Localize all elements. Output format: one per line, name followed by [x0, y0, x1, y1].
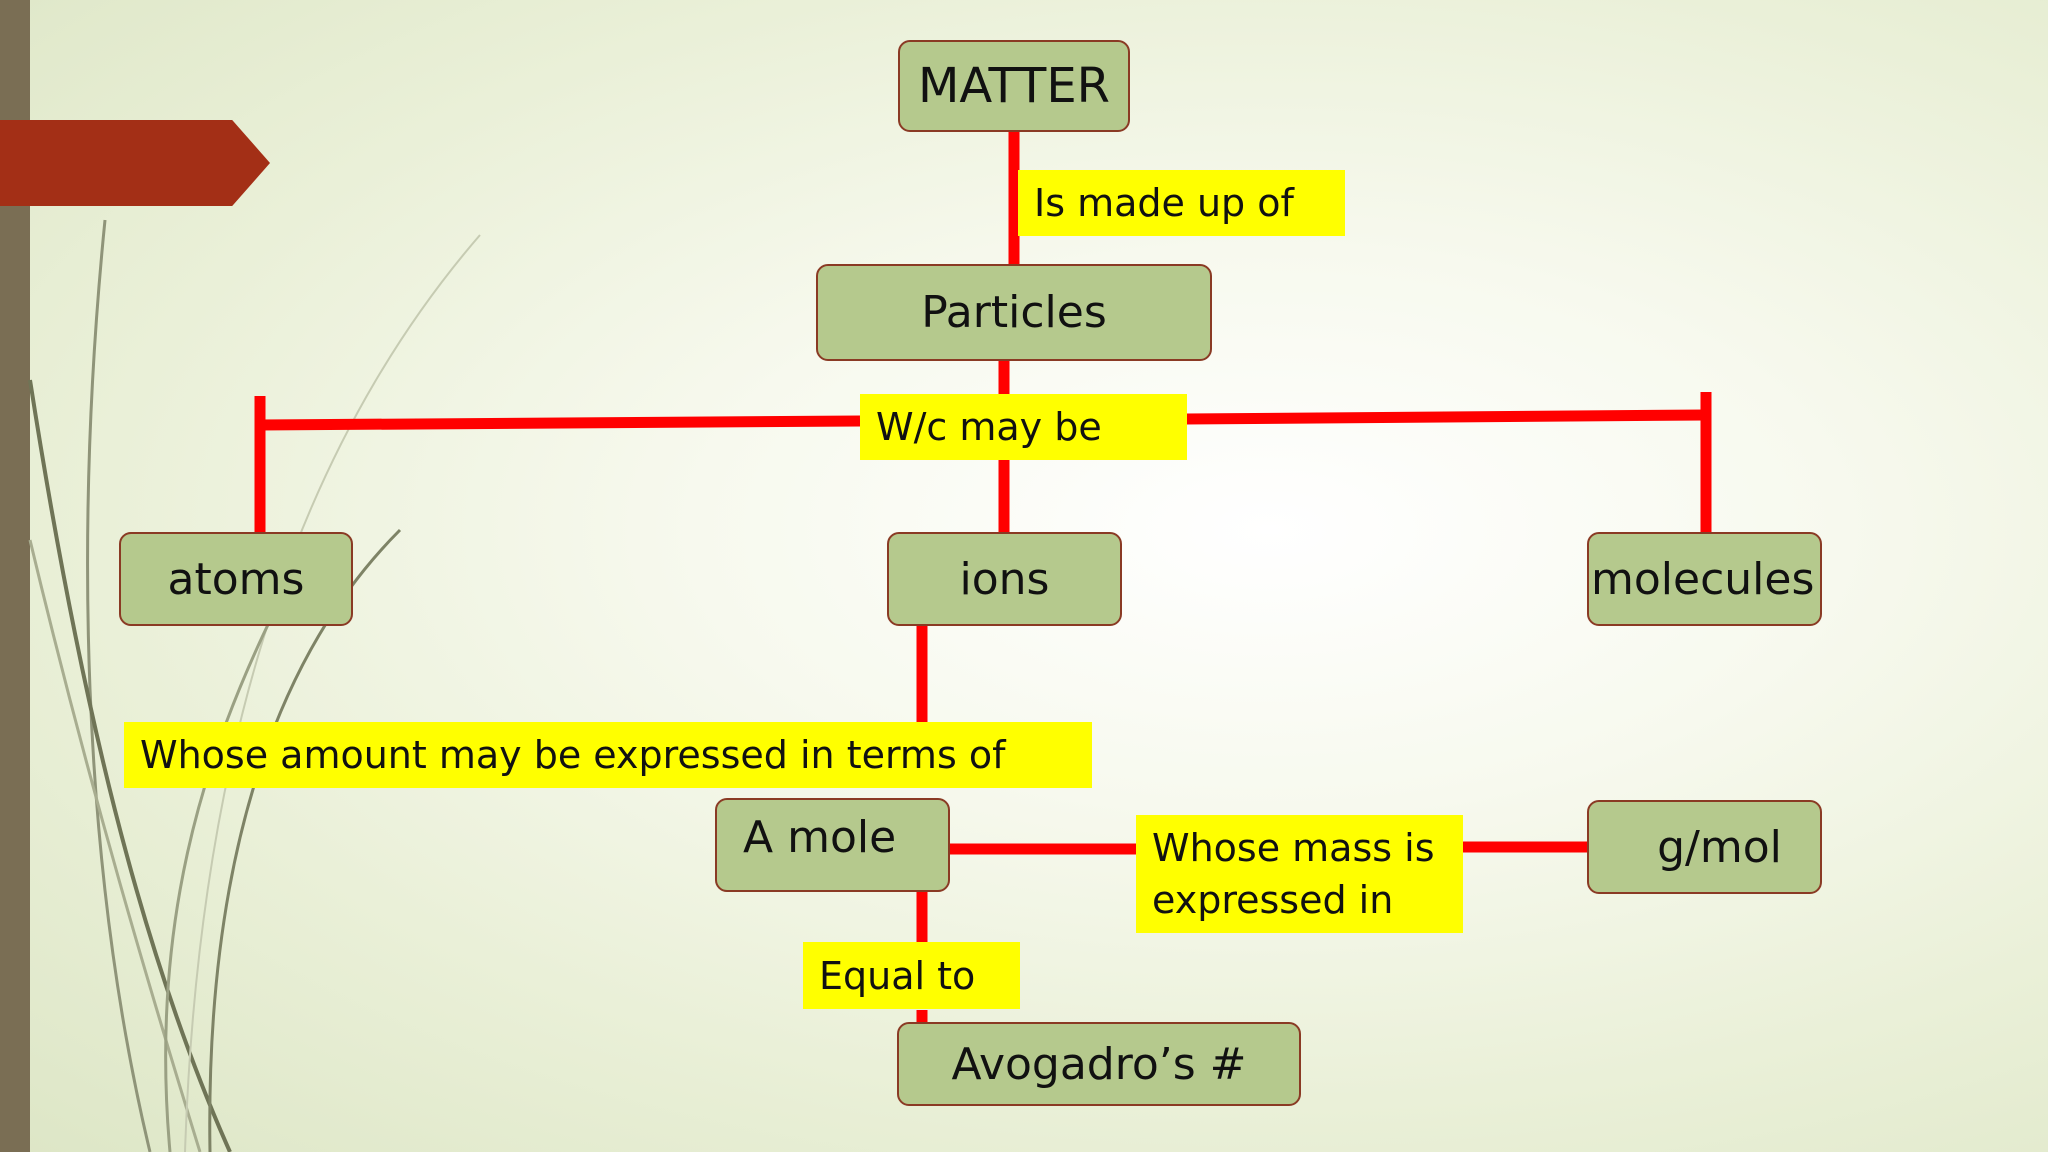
node-avogadro: Avogadro’s # [897, 1022, 1301, 1106]
node-particles: Particles [816, 264, 1212, 361]
node-particles-label: Particles [921, 287, 1107, 338]
link-amount-expressed: Whose amount may be expressed in terms o… [124, 722, 1092, 788]
link-may-be-text: W/c may be [876, 405, 1102, 449]
node-molecules-label: molecules [1591, 553, 1815, 605]
node-molecules: molecules [1587, 532, 1822, 626]
link-equal-to: Equal to [803, 942, 1020, 1009]
node-ions: ions [887, 532, 1122, 626]
node-matter: MATTER [898, 40, 1130, 132]
link-may-be: W/c may be [860, 394, 1187, 460]
link-made-up-of-text: Is made up of [1034, 181, 1294, 225]
node-matter-label: MATTER [918, 58, 1110, 114]
link-mass-expressed: Whose mass is expressed in [1136, 815, 1463, 933]
node-avogadro-label: Avogadro’s # [951, 1038, 1247, 1090]
node-a-mole: A mole [715, 798, 950, 892]
node-atoms: atoms [119, 532, 353, 626]
node-g-mol-label: g/mol [1657, 821, 1782, 873]
node-g-mol: g/mol [1587, 800, 1822, 894]
node-atoms-label: atoms [167, 553, 305, 605]
node-a-mole-label: A mole [743, 812, 897, 863]
link-made-up-of: Is made up of [1018, 170, 1345, 236]
accent-arrow [0, 120, 270, 206]
link-mass-expressed-text: Whose mass is expressed in [1152, 826, 1435, 922]
link-equal-to-text: Equal to [819, 953, 976, 998]
node-ions-label: ions [959, 553, 1050, 605]
link-amount-expressed-text: Whose amount may be expressed in terms o… [140, 733, 1006, 777]
